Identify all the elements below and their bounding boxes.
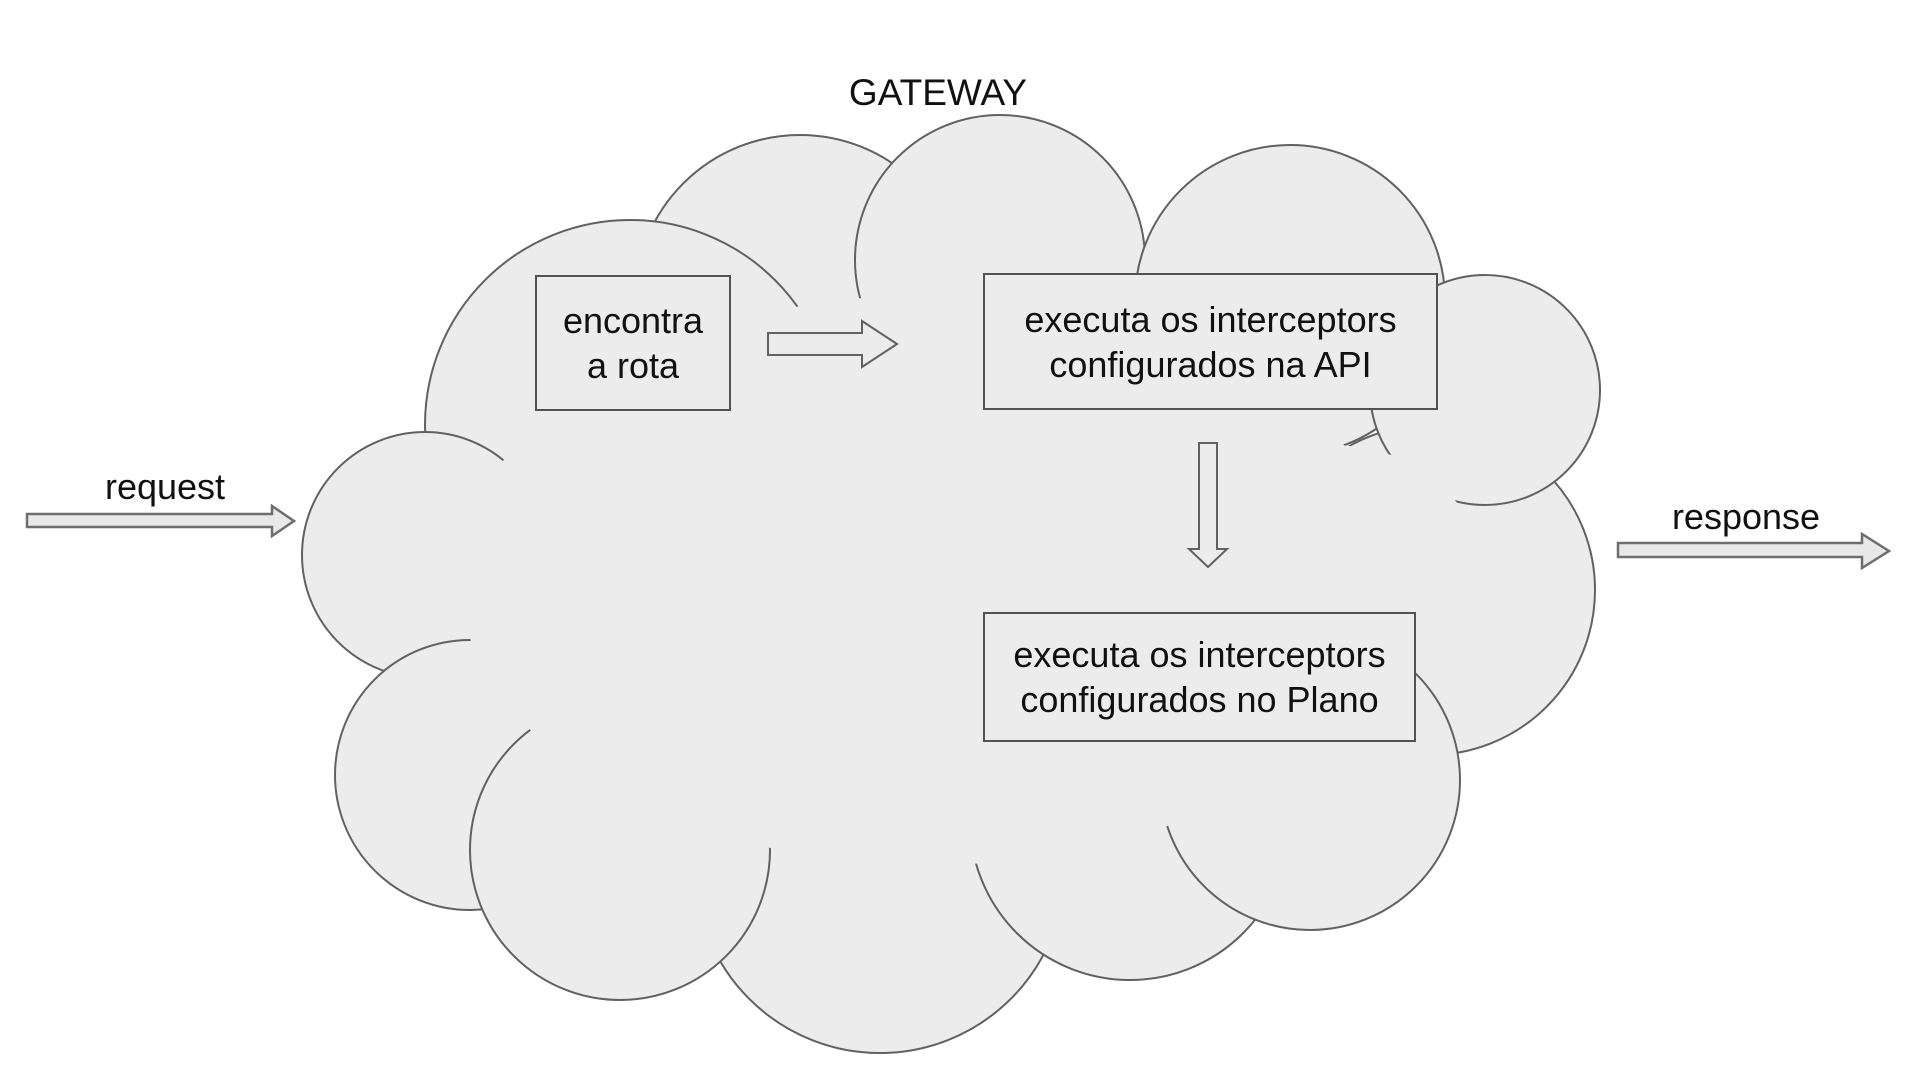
gateway-title: GATEWAY <box>848 72 1028 113</box>
flow-arrow-down-icon <box>1186 442 1230 569</box>
request-arrow-icon <box>25 503 297 539</box>
request-label: request <box>104 466 226 507</box>
node-plan-interceptors: executa os interceptors configurados no … <box>983 612 1416 742</box>
node-find-route: encontra a rota <box>535 275 731 411</box>
cloud-fill-patch-right <box>1190 445 1470 645</box>
flow-arrow-right-icon <box>767 319 899 369</box>
response-label: response <box>1671 496 1821 537</box>
node-api-interceptors: executa os interceptors configurados na … <box>983 273 1438 410</box>
response-arrow-icon <box>1616 531 1892 571</box>
